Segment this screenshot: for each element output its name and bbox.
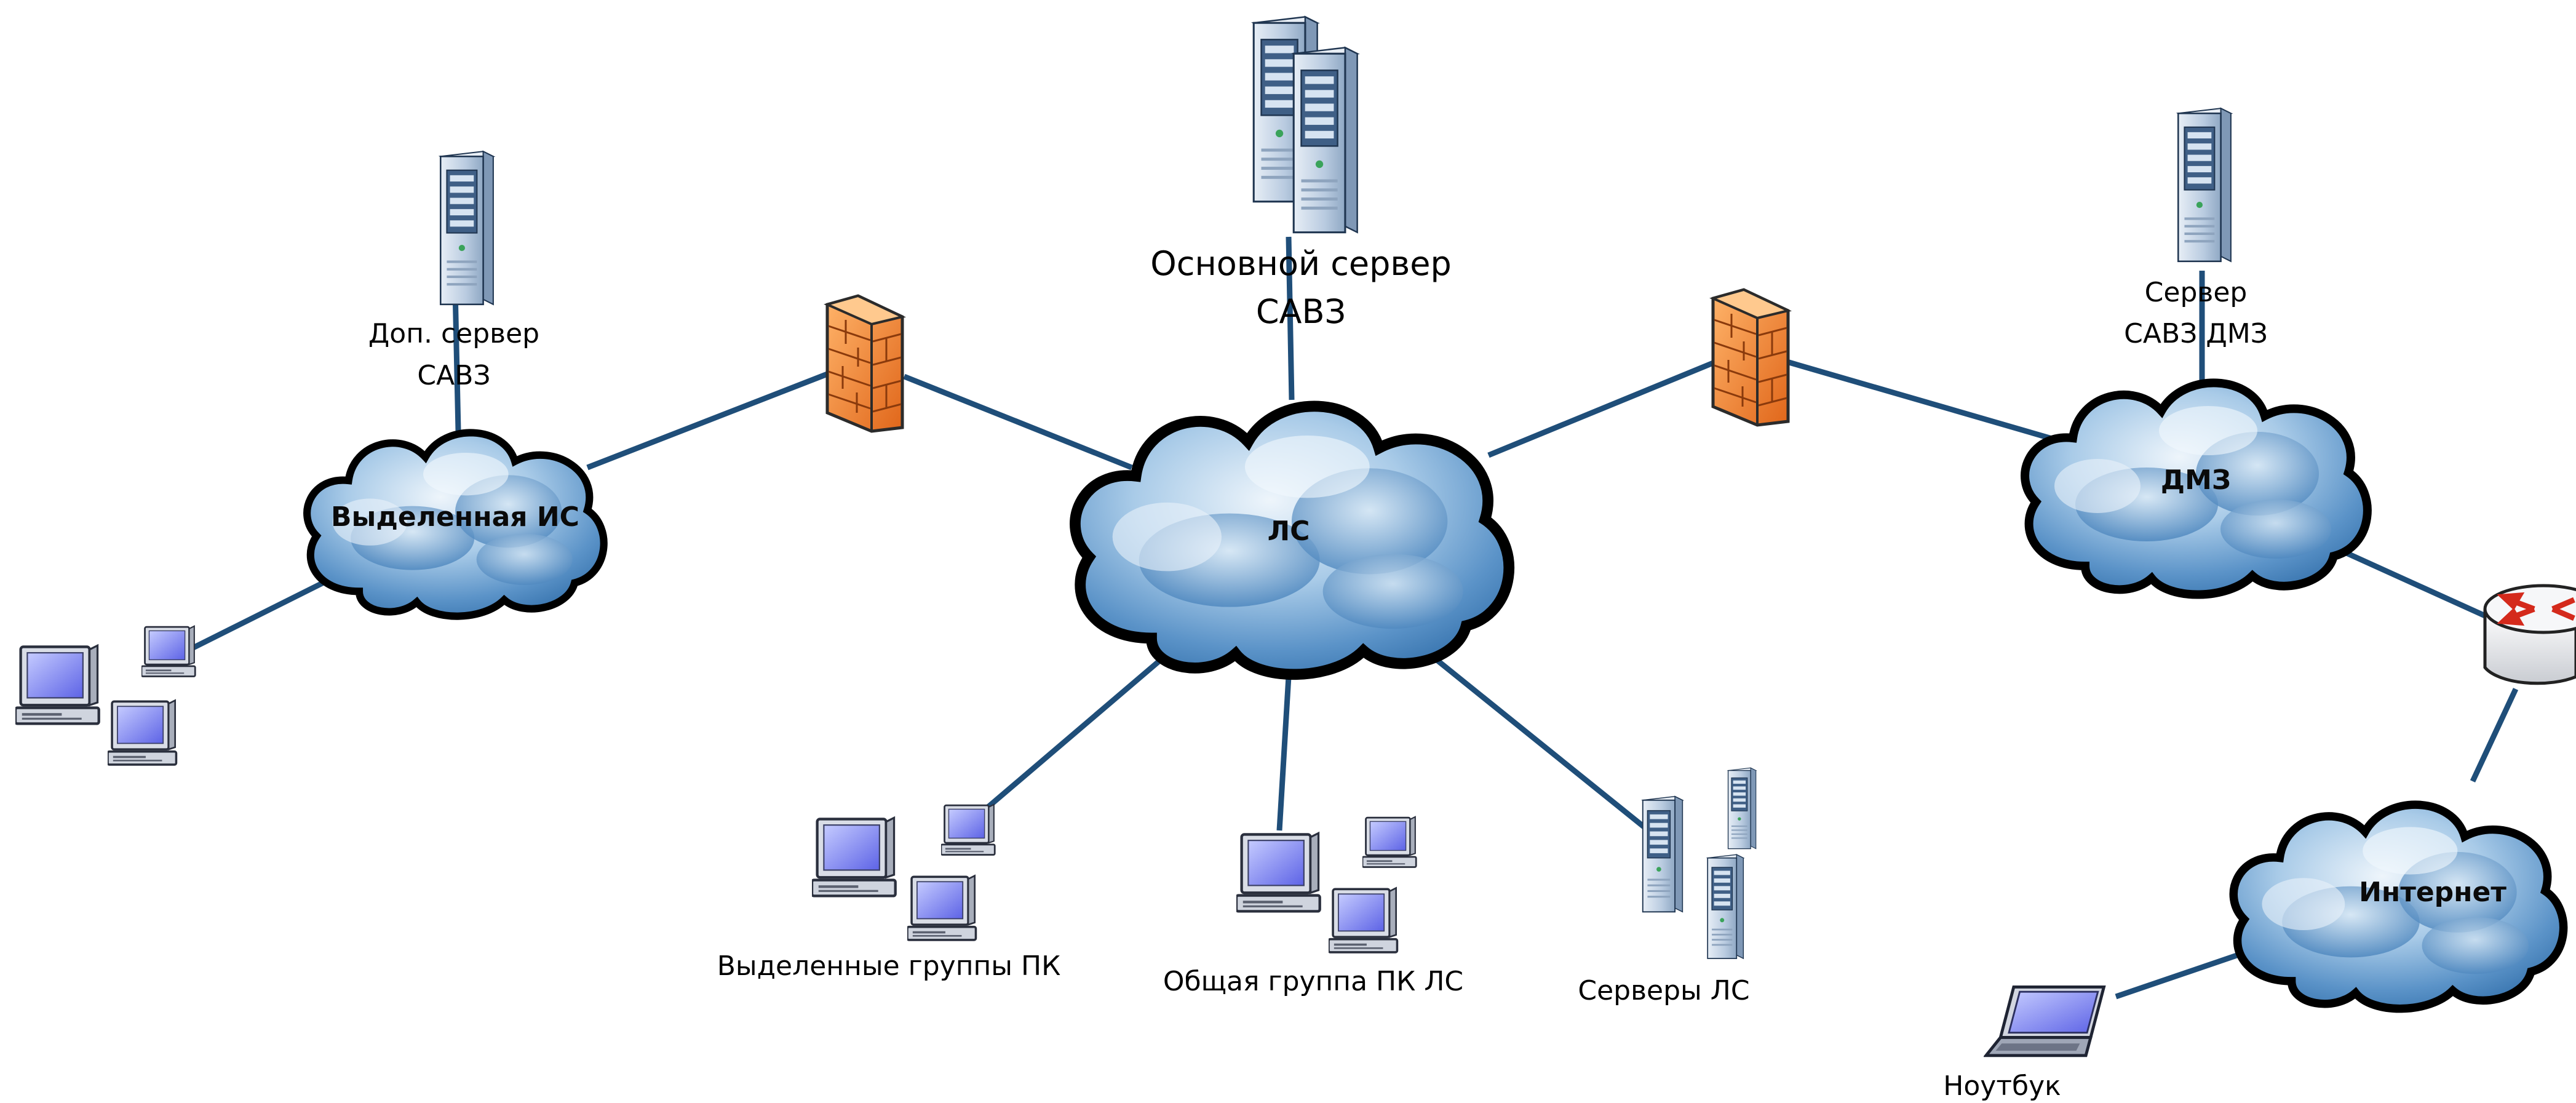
desktop-pc-icon <box>141 625 196 677</box>
cloud-isolated-network[interactable]: Выделенная ИС <box>307 432 604 616</box>
server-tower-icon <box>439 150 495 306</box>
server-tower-icon <box>1642 795 1684 913</box>
main-av-server[interactable]: Основной сервер САВЗ <box>1150 15 1452 331</box>
desktop-pc-icon <box>1329 886 1399 954</box>
cloud-internet[interactable]: Интернет <box>2233 805 2563 1009</box>
dmz-av-server[interactable]: Сервер САВЗ ДМЗ <box>2124 107 2268 349</box>
link-firewall2-dmz <box>1786 359 2068 446</box>
extra-av-server[interactable]: Доп. сервер САВЗ <box>368 150 539 391</box>
desktop-pc-icon <box>108 699 178 766</box>
general-pc-group[interactable]: Общая группа ПК ЛС <box>1163 816 1463 997</box>
server-tower-icon <box>1727 767 1757 850</box>
firewall-brick-icon[interactable] <box>827 296 902 431</box>
cloud-dmz[interactable]: ДМЗ <box>2025 383 2367 594</box>
server-tower-icon <box>1292 46 1359 234</box>
desktop-pc-icon <box>941 803 996 856</box>
dmz-server-label-line1: Сервер <box>2145 277 2248 308</box>
desktop-pc-icon <box>812 818 896 896</box>
link-lan-servers <box>1425 650 1650 833</box>
laptop-node[interactable]: Ноутбук <box>1943 987 2104 1102</box>
dmz-server-label-line2: САВЗ ДМЗ <box>2124 318 2268 349</box>
main-server-label-line1: Основной сервер <box>1150 244 1451 283</box>
general-pcs-label: Общая группа ПК ЛС <box>1163 966 1463 997</box>
link-dmz-router <box>2333 544 2498 624</box>
link-isolated-extra-server <box>452 289 461 431</box>
firewall-brick-icon[interactable] <box>1713 290 1788 425</box>
main-server-label-line2: САВЗ <box>1256 292 1346 331</box>
link-isolated-pcs <box>189 575 334 652</box>
desktop-pc-icon <box>907 874 977 941</box>
extra-server-label-line2: САВЗ <box>417 360 490 391</box>
link-isolated-firewall1 <box>586 371 829 471</box>
server-tower-icon <box>2177 107 2232 263</box>
cloud-internet-label: Интернет <box>2359 877 2506 908</box>
desktop-pc-icon <box>15 645 99 723</box>
cloud-isolated-label: Выделенная ИС <box>331 501 579 533</box>
link-router-internet <box>2470 688 2519 782</box>
desktop-pc-icon <box>1362 816 1417 868</box>
link-lan-main-server <box>1286 236 1295 400</box>
desktop-pc-icon <box>1236 833 1320 911</box>
laptop-icon <box>1986 987 2104 1055</box>
link-internet-laptop <box>2115 947 2252 1000</box>
server-tower-icon <box>1707 853 1744 960</box>
dedicated-pcs-label: Выделенные группы ПК <box>717 950 1061 982</box>
link-lan-firewall2 <box>1487 360 1714 458</box>
router-icon[interactable] <box>2483 584 2576 685</box>
link-firewall1-lan <box>903 373 1133 471</box>
cloud-dmz-label: ДМЗ <box>2161 464 2231 496</box>
cloud-lan-label: ЛС <box>1268 516 1310 547</box>
cloud-lan[interactable]: ЛС <box>1075 406 1509 674</box>
lan-servers-label: Серверы ЛС <box>1578 975 1749 1006</box>
laptop-label: Ноутбук <box>1943 1070 2061 1102</box>
link-lan-general-pcs <box>1276 676 1292 831</box>
lan-servers-group[interactable]: Серверы ЛС <box>1578 767 1757 1006</box>
network-links <box>189 236 2519 1000</box>
dedicated-pc-group[interactable]: Выделенные группы ПК <box>717 803 1061 982</box>
extra-server-label-line1: Доп. сервер <box>368 318 539 349</box>
isolated-pc-group[interactable] <box>15 625 196 766</box>
link-lan-dedicated-pcs <box>973 656 1164 821</box>
